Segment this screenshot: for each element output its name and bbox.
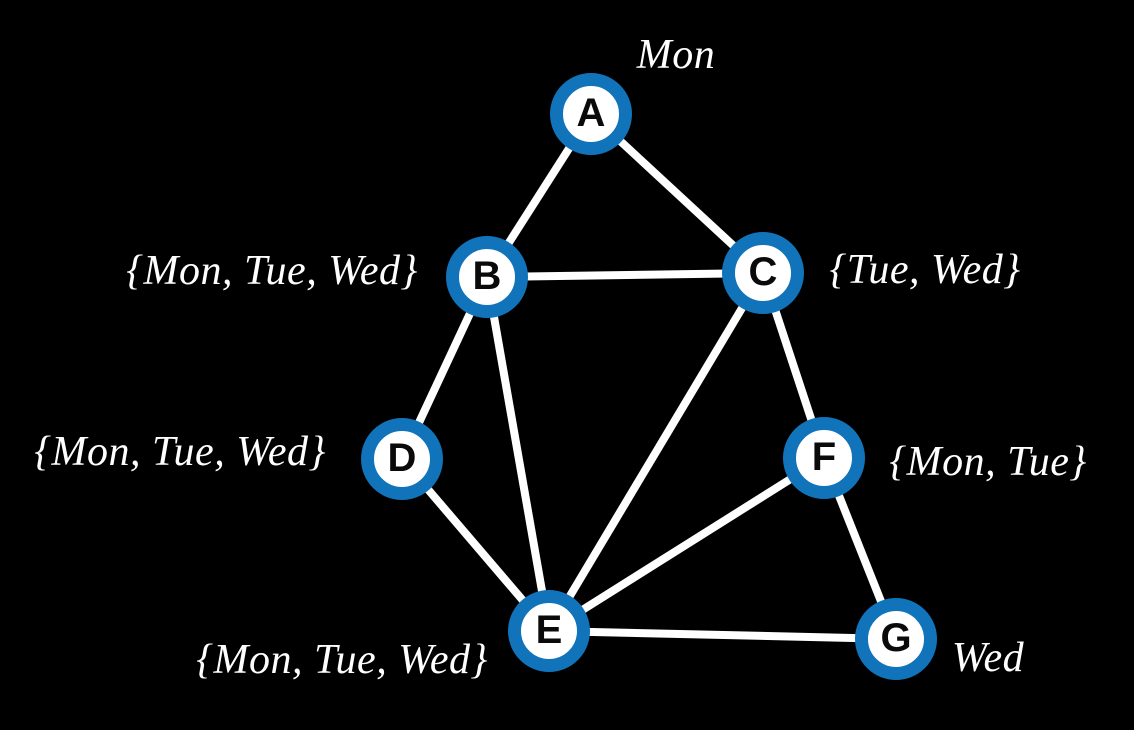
edge-E-G (548, 627, 897, 643)
node-E: E (508, 590, 590, 672)
domain-label-D: {Mon, Tue, Wed} (34, 429, 326, 475)
node-letter-C: C (748, 250, 778, 294)
domain-label-C: {Tue, Wed} (829, 247, 1021, 293)
node-F: F (783, 417, 865, 499)
edge-B-E (483, 276, 553, 632)
node-letter-G: G (880, 616, 912, 660)
node-G: G (855, 598, 937, 680)
edge-E-F (546, 454, 827, 635)
node-letter-B: B (472, 254, 502, 298)
domain-label-A: Mon (636, 32, 716, 78)
domain-label-E: {Mon, Tue, Wed} (196, 637, 488, 683)
node-letter-E: E (535, 608, 563, 652)
domain-label-G: Wed (951, 635, 1025, 681)
node-B: B (446, 236, 528, 318)
node-C: C (722, 232, 804, 314)
node-D: D (361, 418, 443, 500)
node-A: A (550, 73, 632, 155)
domain-label-B: {Mon, Tue, Wed} (126, 248, 418, 294)
edge-C-E (545, 270, 767, 634)
node-letter-F: F (811, 435, 837, 479)
node-letter-A: A (576, 91, 606, 135)
domain-label-F: {Mon, Tue} (889, 439, 1087, 485)
node-letter-D: D (387, 436, 417, 480)
